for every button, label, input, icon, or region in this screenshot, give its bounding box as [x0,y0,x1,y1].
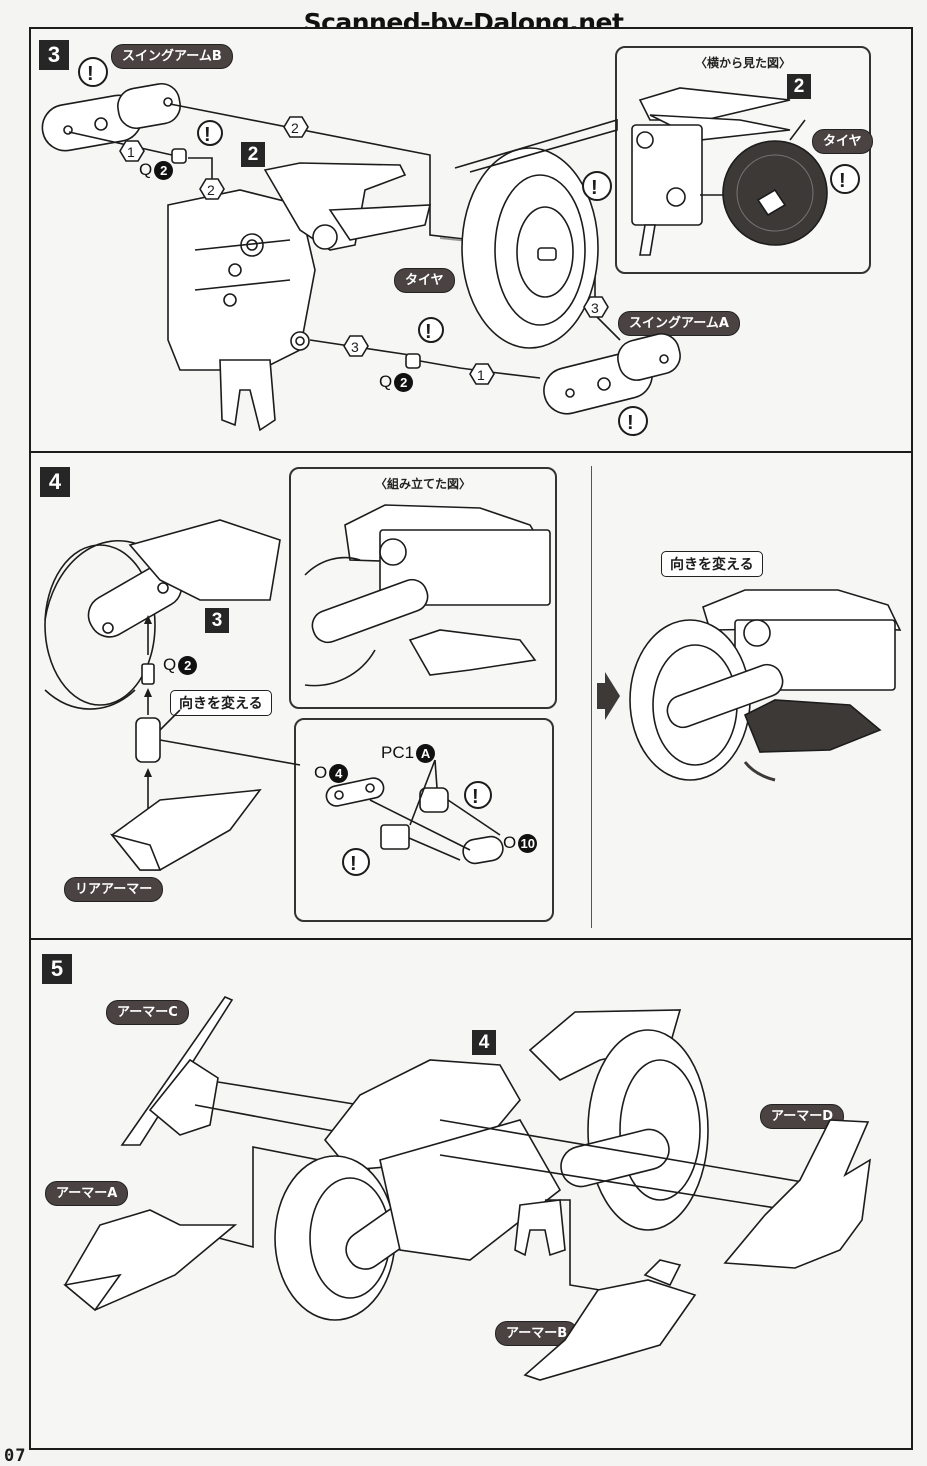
part-number: 10 [518,834,538,854]
exclamation-circle-icon: ! [582,171,612,201]
exclamation-circle-icon: ! [78,57,108,87]
svg-text:3: 3 [351,339,359,355]
part-letter: O [314,763,328,782]
ref-step-badge: 3 [205,608,229,633]
order-marker-2: 2 [199,178,225,200]
tire-part [461,147,599,349]
rear-armor-part [109,789,262,871]
exclamation-circle-icon: ! [464,781,492,809]
bike-assembly [274,1009,709,1321]
page-number: 07 [4,1446,27,1466]
armor-a-part [63,1209,238,1312]
svg-text:!: ! [627,412,634,434]
order-marker-1: 1 [469,363,495,385]
part-number: 2 [178,656,198,676]
svg-text:!: ! [425,321,432,343]
section-divider-3-4 [29,451,911,453]
armor-d-part [723,1119,872,1269]
order-marker-3: 3 [583,296,609,318]
part-letter: O [503,833,517,852]
exclamation-circle-icon: ! [830,164,860,194]
inset-title: 〈組み立てた図〉 [374,477,471,491]
exclamation-circle-icon: ! [342,848,370,876]
q2-pin [141,663,155,685]
step-number-badge: 4 [40,467,70,497]
part-letter: PC1 [381,743,415,762]
step4-column-divider [591,466,592,928]
svg-text:!: ! [204,124,211,146]
order-marker-3: 3 [343,335,369,357]
swing-arm-b-part [41,82,181,152]
swing-arm-a-part [543,333,681,415]
label-rear-armor: リアアーマー [64,877,164,902]
order-marker-1: 1 [119,140,145,162]
inset-title: 〈横から見た図〉 [694,56,791,70]
svg-text:!: ! [591,177,598,199]
part-letter: Q [379,372,393,391]
svg-text:2: 2 [207,182,215,198]
svg-text:1: 1 [477,367,485,383]
part-number: 2 [394,373,414,393]
svg-text:!: ! [350,853,357,875]
step-number-badge: 5 [42,954,72,984]
armor-b-part [523,1259,697,1381]
section-divider-4-5 [29,938,911,940]
bike-frame-assembly [167,162,432,432]
svg-text:!: ! [839,170,846,192]
callout-change-direction: 向きを変える [170,690,272,716]
assembled-drawing [304,504,551,687]
part-letter: Q [139,160,153,179]
part-number: 4 [329,764,349,784]
exclamation-circle-icon: ! [418,317,444,343]
ref-step-badge: 2 [241,142,265,167]
step-number-badge: 3 [39,40,69,70]
side-view-drawing [631,87,828,256]
label-tire: タイヤ [812,129,873,154]
exclamation-circle-icon: ! [618,406,648,436]
svg-text:1: 1 [127,144,135,160]
result-drawing [629,589,902,782]
order-marker-2: 2 [283,116,309,138]
armor-c-part [120,996,234,1146]
label-tire: タイヤ [394,268,455,293]
svg-text:!: ! [87,63,94,85]
label-armor-c: アーマーC [106,1000,189,1025]
ref-step-badge: 2 [787,74,811,99]
svg-text:3: 3 [591,300,599,316]
parts-detail-drawing [325,759,504,865]
label-armor-a: アーマーA [45,1181,129,1206]
exclamation-circle-icon: ! [197,120,223,146]
part-number: 2 [154,161,174,181]
part-letter: Q [163,655,177,674]
svg-text:!: ! [472,786,479,808]
label-swing-arm-b: スイングアームB [111,44,233,69]
svg-text:2: 2 [291,120,299,136]
label-swing-arm-a: スイングアームA [618,311,740,336]
right-arrow-icon [597,672,620,720]
callout-change-direction-result: 向きを変える [661,551,763,577]
rear-wheel-assembly [44,519,281,710]
ref-step-badge: 4 [472,1030,496,1055]
label-armor-d: アーマーD [760,1104,845,1129]
part-number: A [416,744,436,764]
